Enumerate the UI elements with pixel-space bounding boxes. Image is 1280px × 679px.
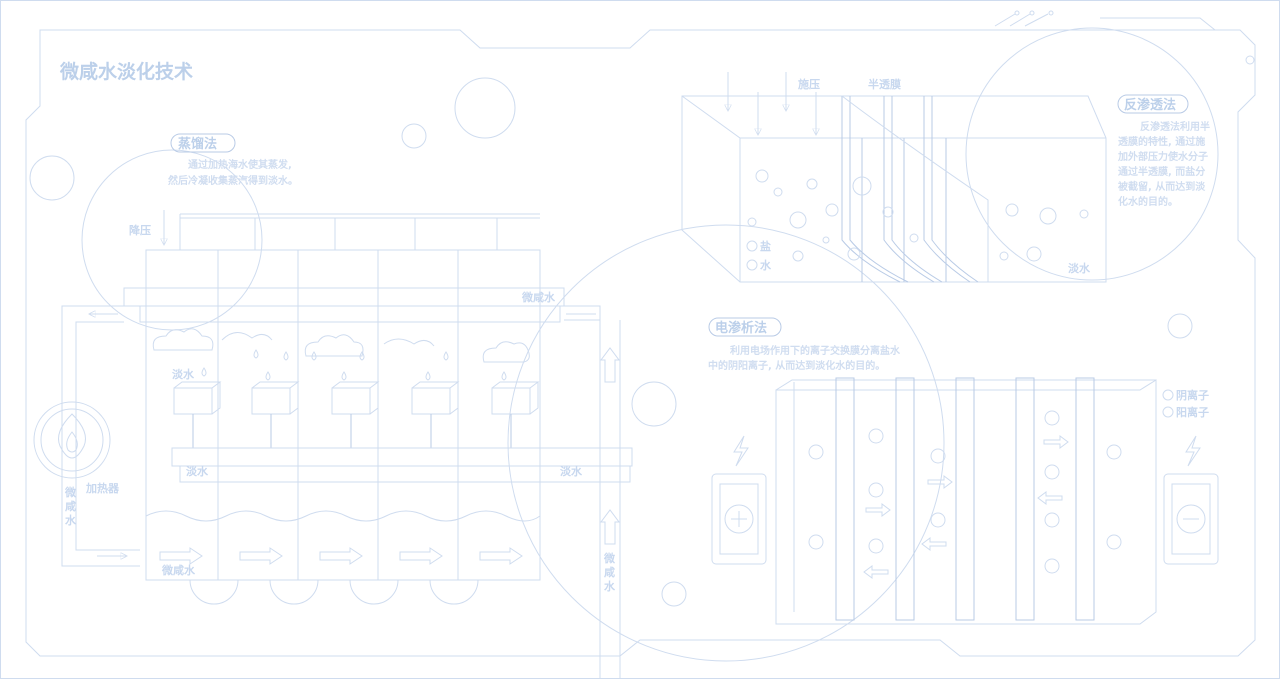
page-title: 微咸水淡化技术 xyxy=(59,60,193,83)
legend-cation: 阳离子 xyxy=(1176,405,1209,419)
electrodialysis-section: 电渗析法 利用电场作用下的离子交换膜分离盐水 中的阴阳离子, 从而达到淡化水的目… xyxy=(708,317,1219,625)
ro-desc-line5: 被截留, 从而达到淡 xyxy=(1118,180,1206,193)
ro-desc-line6: 化水的目的。 xyxy=(1118,195,1178,208)
ed-heading: 电渗析法 xyxy=(715,320,767,336)
legend-salt: 盐 xyxy=(760,239,771,253)
ed-cell-stack xyxy=(775,379,1157,625)
water-drops xyxy=(201,349,507,381)
label-brackish-bottom: 微咸水 xyxy=(161,563,196,577)
label-brackish-right-c3: 水 xyxy=(604,579,616,593)
distillation-heading-pill xyxy=(170,133,236,153)
label-fresh-pipe-left: 淡水 xyxy=(186,464,209,478)
collector-boxes xyxy=(173,381,540,448)
flame-icon xyxy=(58,413,86,459)
pressure-arrows xyxy=(728,72,816,134)
label-membrane: 半透膜 xyxy=(868,77,901,91)
cloud-group xyxy=(152,328,530,363)
flow-arrows xyxy=(159,547,523,565)
ions xyxy=(808,410,1122,574)
ro-desc-line3: 加外部压力使水分子 xyxy=(1117,150,1208,163)
brackish-pipe-top xyxy=(123,287,565,307)
ro-heading: 反渗透法 xyxy=(1124,97,1176,113)
ro-desc-line4: 通过半透膜, 而盐分 xyxy=(1118,165,1205,178)
label-fresh-pipe-right: 淡水 xyxy=(560,464,583,478)
membrane-layers xyxy=(841,95,989,283)
fresh-water-pipe xyxy=(171,447,633,467)
label-brackish-right-c1: 微 xyxy=(603,551,616,565)
distillation-heading: 蒸馏法 xyxy=(178,136,217,152)
distillation-desc-line2: 然后冷凝收集蒸汽得到淡水。 xyxy=(168,174,298,187)
ed-desc-line1: 利用电场作用下的离子交换膜分离盐水 xyxy=(730,344,901,357)
label-depressurize: 降压 xyxy=(129,223,151,237)
battery-positive xyxy=(711,435,767,565)
ion-arrows xyxy=(863,435,1069,579)
circulation-loop xyxy=(61,305,140,567)
reverse-osmosis-section: 施压 半透膜 xyxy=(681,72,1210,283)
distillation-desc-line1: 通过加热海水使其蒸发, xyxy=(188,158,292,171)
ed-desc-line2: 中的阴阳离子, 从而达到淡化水的目的。 xyxy=(708,359,885,372)
ro-desc-line2: 透膜的特性, 通过施 xyxy=(1118,135,1205,148)
label-fresh-left: 淡水 xyxy=(172,367,195,381)
circuit-decor xyxy=(994,10,1054,27)
distillation-section: 蒸馏法 通过加热海水使其蒸发, 然后冷凝收集蒸汽得到淡水。 降压 微咸水 xyxy=(33,133,633,679)
label-brackish-right-c2: 咸 xyxy=(604,565,615,579)
tech-frame xyxy=(25,29,1256,657)
legend-water: 水 xyxy=(760,258,772,272)
label-pressure: 施压 xyxy=(798,77,820,91)
electrodialysis-circle xyxy=(507,224,945,662)
label-brackish-left-c2: 咸 xyxy=(65,499,76,513)
label-heater: 加热器 xyxy=(85,481,120,495)
label-brackish-left-c3: 水 xyxy=(65,513,77,527)
ed-heading-pill xyxy=(708,317,782,337)
ed-membranes xyxy=(775,377,1095,624)
lightning-icon xyxy=(1185,435,1201,467)
decorative-circles xyxy=(29,55,1255,607)
label-brackish-top: 微咸水 xyxy=(521,290,556,304)
label-brackish-left-c1: 微 xyxy=(64,485,77,499)
tech-frame-inner xyxy=(1100,17,1216,31)
ro-heading-pill xyxy=(1117,94,1189,114)
legend-anion: 阴离子 xyxy=(1176,388,1209,402)
distillation-tank xyxy=(145,249,541,581)
battery-negative xyxy=(1163,435,1219,565)
ro-box xyxy=(681,95,1107,283)
water-wave xyxy=(145,510,541,522)
ro-desc-line1: 反渗透法利用半 xyxy=(1140,120,1210,133)
reverse-osmosis-circle xyxy=(965,27,1219,281)
heater-circle xyxy=(33,401,111,479)
label-ro-water-out: 淡水 xyxy=(1068,261,1091,275)
particles xyxy=(747,169,1089,262)
lightning-icon xyxy=(733,435,749,467)
heating-bulbs xyxy=(189,579,479,605)
